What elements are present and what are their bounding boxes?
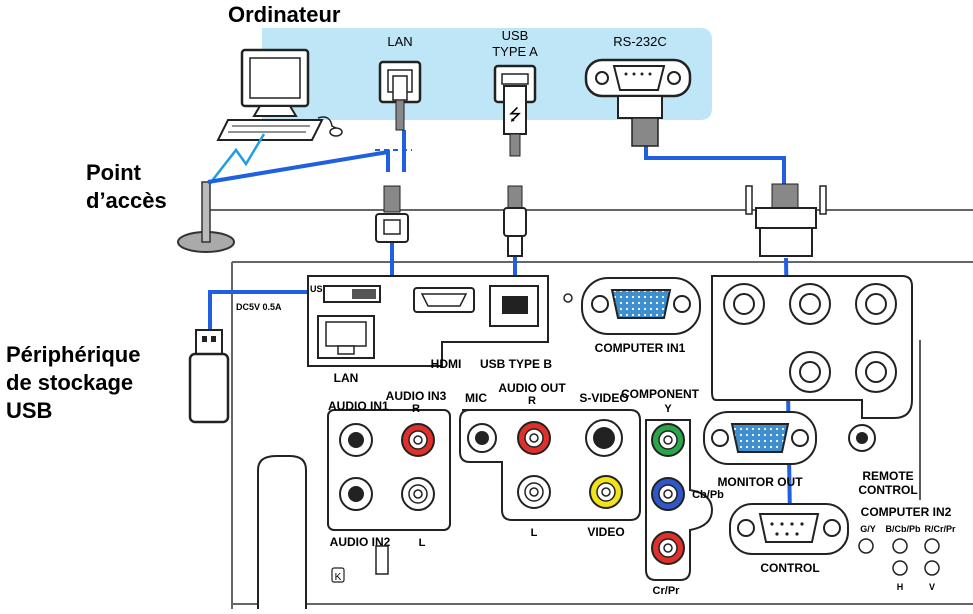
remote-label-2: CONTROL: [858, 483, 917, 497]
lan-top-label: LAN: [387, 34, 412, 49]
audio-out-r-label: R: [528, 395, 536, 407]
video-label: VIDEO: [587, 525, 624, 539]
comp-cr-label: Cr/Pr: [653, 585, 681, 597]
bnc-connectors: [723, 283, 897, 393]
computer-in1-label: COMPUTER IN1: [595, 341, 686, 355]
usb-a-panel-label-2: DC5V 0.5A: [236, 302, 282, 312]
usb-symbol-icon: ⭍: [508, 106, 521, 124]
foot-stand: [257, 455, 307, 609]
panel-hole: [563, 293, 573, 303]
security-slot: [375, 545, 389, 575]
audio-out-label: AUDIO OUT: [498, 381, 566, 395]
remote-label-1: REMOTE: [862, 469, 913, 483]
audio-in3-label: AUDIO IN3: [386, 389, 447, 403]
h-label: H: [897, 582, 904, 592]
mic-label: MIC: [465, 391, 487, 405]
usb-storage-label-3: USB: [6, 398, 53, 423]
usb-storage-label-2: de stockage: [6, 370, 134, 395]
rs232c-jack-computer: [584, 58, 692, 147]
kensington-k-icon: K: [335, 572, 342, 583]
monitor-out-label: MONITOR OUT: [717, 475, 803, 489]
computer-in2-label: COMPUTER IN2: [861, 505, 952, 519]
rs232c-top-label: RS-232C: [613, 34, 666, 49]
computer-in1-port: [581, 277, 701, 335]
v-label: V: [929, 582, 935, 592]
component-jacks: [651, 423, 685, 565]
usb-storage-label-1: Périphérique: [6, 342, 141, 367]
monitor-out-port: [703, 411, 817, 465]
rs232c-cable: [644, 146, 786, 184]
lan-plug-projector: [375, 185, 409, 243]
av-jacks: [467, 419, 623, 509]
control-port: [729, 503, 849, 555]
lan-jack-computer: [378, 60, 422, 131]
wireless-lan-cable: [207, 149, 390, 184]
usb-storage-device-icon: [188, 329, 230, 424]
usb-b-label: USB TYPE B: [480, 357, 552, 371]
audio-in1-label: AUDIO IN1: [328, 399, 389, 413]
usb-b-port: [489, 285, 539, 327]
access-point-icon: [177, 181, 235, 253]
rs232c-plug-projector: [745, 183, 827, 257]
audio-in3-l-label: L: [419, 537, 426, 549]
usb-a-jack-computer: ⭍: [493, 64, 537, 157]
s-video-label: S-VIDEO: [579, 391, 628, 405]
access-point-label-1: Point: [86, 160, 141, 185]
rcr-label: R/Cr/Pr: [924, 524, 956, 534]
usb-a-top-label-1: USB: [502, 28, 529, 43]
access-point-label-2: d’accès: [86, 188, 167, 213]
audio-out-l-label: L: [531, 527, 538, 539]
hdmi-port: [413, 287, 475, 313]
kensington-lock-icon: [331, 567, 345, 583]
bcb-label: B/Cb/Pb: [886, 524, 922, 534]
usb-a-top-label-2: TYPE A: [492, 44, 538, 59]
usb-a-panel-plug: [352, 289, 376, 299]
lan-panel-label: LAN: [334, 371, 359, 385]
control-label: CONTROL: [760, 561, 819, 575]
comp-cb-label: Cb/Pb: [692, 489, 724, 501]
hdmi-label: HDMI: [431, 357, 462, 371]
computer-label: Ordinateur: [228, 2, 341, 27]
usb-b-plug: [503, 185, 527, 257]
component-label: COMPONENT: [621, 387, 700, 401]
usb-storage-cable: [208, 290, 352, 330]
remote-control-jack: [848, 424, 876, 452]
wireless-icon: [207, 133, 266, 187]
audio-in3-r-label: R: [412, 403, 420, 415]
comp-y-label: Y: [664, 403, 672, 415]
gy-label: G/Y: [860, 524, 876, 534]
computer-icon: [216, 48, 343, 141]
audio-jacks-left: [339, 423, 435, 511]
computer-in2-jacks: [858, 538, 940, 576]
lan-panel-port: [317, 315, 375, 359]
